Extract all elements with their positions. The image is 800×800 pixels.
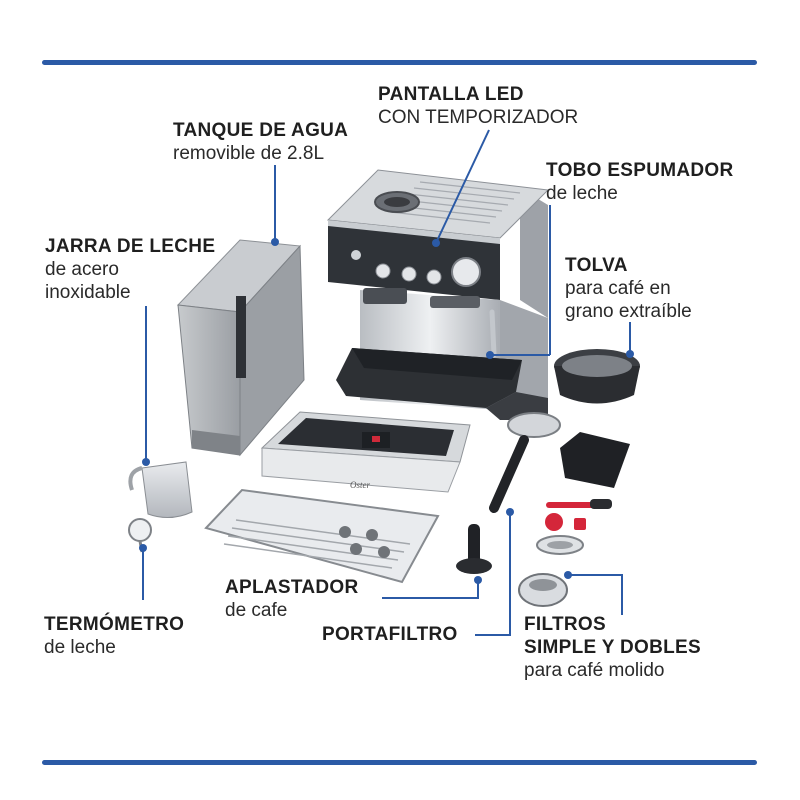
label-filtros: FILTROS SIMPLE Y DOBLES para café molido — [524, 614, 701, 682]
label-tobo-espumador: TOBO ESPUMADOR de leche — [546, 160, 734, 206]
label-title: PORTAFILTRO — [322, 624, 458, 645]
filter-baskets — [518, 535, 584, 607]
leader-lines — [142, 129, 631, 636]
label-subtitle: removible de 2.8L — [173, 142, 325, 164]
espresso-machine — [326, 169, 550, 420]
accessory-tray — [560, 432, 630, 488]
label-aplastador: APLASTADOR de cafe — [225, 577, 359, 623]
label-title: SIMPLE Y DOBLES — [524, 636, 701, 658]
bean-hopper — [554, 349, 640, 404]
bottom-divider — [42, 760, 757, 765]
label-subtitle: de cafe — [225, 599, 288, 621]
label-title: TOLVA — [565, 255, 628, 276]
top-divider — [42, 60, 757, 65]
label-subtitle: inoxidable — [45, 281, 131, 303]
label-subtitle: de leche — [44, 636, 116, 658]
label-subtitle: para café molido — [524, 659, 665, 681]
label-title: FILTROS — [524, 614, 606, 635]
label-subtitle: de acero — [45, 258, 119, 280]
leader-dots — [139, 238, 634, 584]
label-subtitle: para café en — [565, 277, 671, 299]
drip-grate — [204, 488, 440, 584]
label-tolva: TOLVA para café en grano extraíble — [565, 255, 692, 323]
label-title: PANTALLA LED — [378, 84, 524, 105]
label-subtitle: CON TEMPORIZADOR — [378, 106, 579, 128]
tamper — [456, 524, 492, 574]
label-title: TERMÓMETRO — [44, 614, 185, 635]
label-subtitle: grano extraíble — [565, 300, 692, 322]
portafilter — [489, 412, 561, 513]
label-subtitle: de leche — [546, 182, 618, 204]
label-title: JARRA DE LECHE — [45, 236, 216, 257]
label-jarra-leche: JARRA DE LECHE de acero inoxidable — [45, 236, 215, 304]
brand-logo: Oster — [350, 480, 370, 490]
label-title: APLASTADOR — [225, 577, 359, 598]
milk-pitcher — [128, 461, 193, 553]
drip-base: Oster — [260, 411, 471, 493]
label-portafiltro: PORTAFILTRO — [322, 624, 458, 647]
label-pantalla-led: PANTALLA LED CON TEMPORIZADOR — [378, 84, 578, 130]
label-title: TOBO ESPUMADOR — [546, 160, 734, 181]
red-accessories — [545, 499, 612, 531]
water-tank — [176, 239, 305, 457]
label-tanque-agua: TANQUE DE AGUA removible de 2.8L — [173, 120, 348, 166]
label-termometro: TERMÓMETRO de leche — [44, 614, 184, 660]
label-title: TANQUE DE AGUA — [173, 120, 349, 141]
